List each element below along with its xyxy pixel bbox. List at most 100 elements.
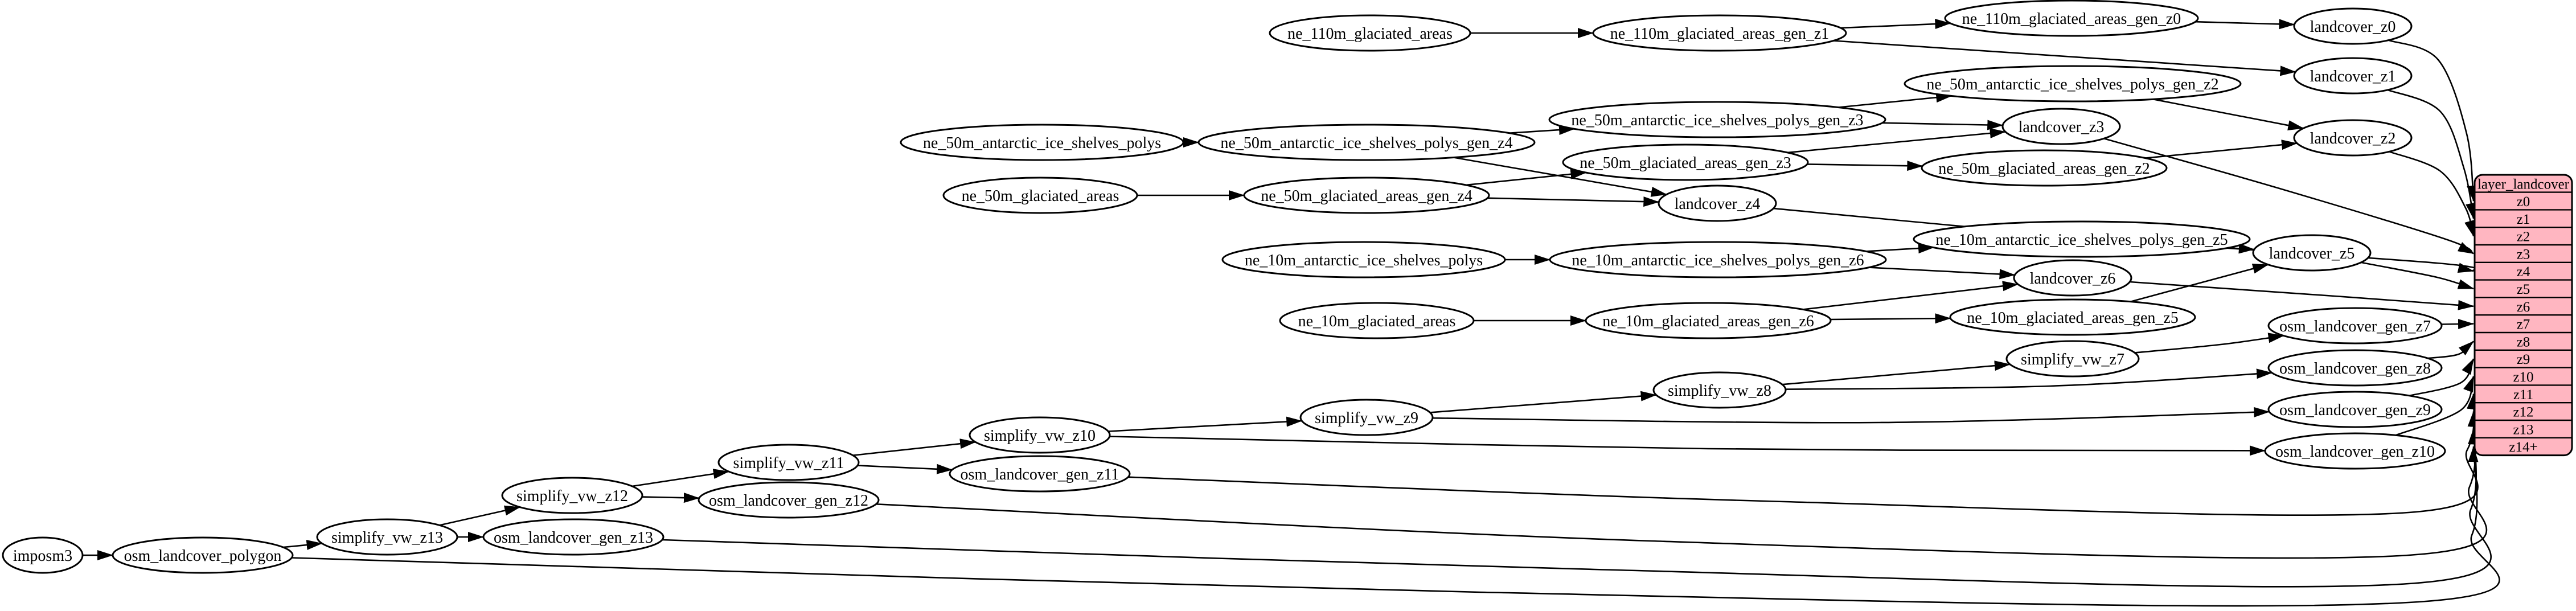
edges [83, 19, 2500, 607]
ne_50m_glaciated_areas_gen_z3-label: ne_50m_glaciated_areas_gen_z3 [1580, 154, 1791, 172]
edge-osm_landcover_polygon-to-simplify_vw_z13 [282, 540, 323, 550]
node-osm_landcover_gen_z7: osm_landcover_gen_z7 [2267, 307, 2443, 345]
edge-ne_10m_antarctic_ice_shelves_polys_gen_z6-to-ne_10m_antarctic_ice_shelves_polys_gen_z5 [1865, 243, 1934, 254]
simplify_vw_z13-ellipse [316, 518, 458, 556]
table-row-z13: z13 [2513, 422, 2533, 437]
node-ne_50m_antarctic_ice_shelves_polys_gen_z3: ne_50m_antarctic_ice_shelves_polys_gen_z… [1548, 101, 1886, 138]
edge-ne_110m_glaciated_areas_gen_z0-to-landcover_z0 [2195, 19, 2295, 30]
edge-ne_50m_glaciated_areas_gen_z3-to-landcover_z3 [1787, 128, 2006, 154]
osm_landcover_gen_z11-ellipse [949, 455, 1131, 493]
node-ne_10m_antarctic_ice_shelves_polys: ne_10m_antarctic_ice_shelves_polys [1221, 241, 1506, 278]
node-osm_landcover_gen_z9: osm_landcover_gen_z9 [2267, 391, 2443, 428]
table-row-z10: z10 [2513, 370, 2533, 385]
node-osm_landcover_gen_z8: osm_landcover_gen_z8 [2267, 349, 2443, 387]
node-simplify_vw_z9: simplify_vw_z9 [1299, 399, 1434, 436]
osm_landcover_polygon-ellipse [112, 536, 294, 574]
node-ne_10m_antarctic_ice_shelves_polys_gen_z6: ne_10m_antarctic_ice_shelves_polys_gen_z… [1549, 241, 1887, 278]
edge-simplify_vw_z10-to-simplify_vw_z9 [1108, 416, 1303, 432]
edge-landcover_z2-to-layer-row-z2 [2389, 151, 2475, 237]
node-ne_110m_glaciated_areas_gen_z1: ne_110m_glaciated_areas_gen_z1 [1592, 14, 1847, 52]
table-row-z14+: z14+ [2509, 440, 2537, 455]
ne_10m_antarctic_ice_shelves_polys_gen_z5-ellipse [1913, 220, 2251, 258]
edge-ne_10m_glaciated_areas_gen_z5-to-landcover_z5 [2130, 264, 2269, 302]
node-ne_10m_antarctic_ice_shelves_polys_gen_z5: ne_10m_antarctic_ice_shelves_polys_gen_z… [1913, 220, 2251, 258]
landcover_z2-label: landcover_z2 [2310, 130, 2396, 147]
edge-osm_landcover_polygon-to-layer-row-z14+ [292, 446, 2500, 607]
simplify_vw_z12-ellipse [501, 477, 643, 514]
node-landcover_z4: landcover_z4 [1658, 184, 1777, 222]
node-ne_50m_antarctic_ice_shelves_polys_gen_z2: ne_50m_antarctic_ice_shelves_polys_gen_z… [1904, 65, 2242, 102]
table-row-z3: z3 [2517, 247, 2530, 262]
simplify_vw_z10-label: simplify_vw_z10 [984, 427, 1096, 445]
edge-simplify_vw_z8-to-simplify_vw_z7 [1782, 360, 2011, 386]
simplify_vw_z9-ellipse [1299, 399, 1434, 436]
nodes: imposm3 osm_landcover_polygon simplify_vw_… [2, 0, 2446, 574]
ne_10m_antarctic_ice_shelves_polys-label: ne_10m_antarctic_ice_shelves_polys [1245, 252, 1483, 269]
table-row-z11: z11 [2513, 387, 2533, 403]
landcover_z4-ellipse [1658, 184, 1777, 222]
osm_landcover_polygon-label: osm_landcover_polygon [124, 547, 282, 565]
landcover_z5-label: landcover_z5 [2269, 245, 2355, 263]
edge-simplify_vw_z7-to-osm_landcover_gen_z7 [2134, 333, 2284, 354]
edge-osm_landcover_gen_z8-to-layer-row-z8 [2427, 341, 2474, 359]
edge-osm_landcover_gen_z7-to-layer-row-z7 [2441, 319, 2474, 330]
simplify_vw_z11-label: simplify_vw_z11 [733, 454, 844, 472]
node-osm_landcover_gen_z12: osm_landcover_gen_z12 [698, 481, 880, 519]
simplify_vw_z7-label: simplify_vw_z7 [2021, 351, 2124, 368]
osm_landcover_gen_z10-label: osm_landcover_gen_z10 [2275, 443, 2435, 461]
edge-ne_110m_glaciated_areas_gen_z1-to-landcover_z1 [1833, 40, 2296, 76]
edge-ne_110m_glaciated_areas_gen_z1-to-ne_110m_glaciated_areas_gen_z0 [1840, 19, 1951, 30]
simplify_vw_z8-label: simplify_vw_z8 [1668, 382, 1771, 400]
ne_110m_glaciated_areas-label: ne_110m_glaciated_areas [1287, 25, 1453, 43]
edge-osm_landcover_gen_z12-to-layer-row-z12 [876, 411, 2488, 559]
node-ne_50m_glaciated_areas_gen_z4: ne_50m_glaciated_areas_gen_z4 [1243, 177, 1490, 214]
ne_110m_glaciated_areas-ellipse [1269, 14, 1471, 52]
node-ne_50m_antarctic_ice_shelves_polys_gen_z4: ne_50m_antarctic_ice_shelves_polys_gen_z… [1197, 124, 1536, 161]
ne_50m_antarctic_ice_shelves_polys_gen_z4-label: ne_50m_antarctic_ice_shelves_polys_gen_z… [1220, 134, 1512, 152]
ne_10m_glaciated_areas_gen_z6-label: ne_10m_glaciated_areas_gen_z6 [1602, 313, 1814, 330]
node-ne_110m_glaciated_areas_gen_z0: ne_110m_glaciated_areas_gen_z0 [1944, 0, 2199, 37]
simplify_vw_z13-label: simplify_vw_z13 [331, 529, 443, 547]
edge-osm_landcover_gen_z11-to-layer-row-z11 [1128, 393, 2479, 516]
node-osm_landcover_gen_z10: osm_landcover_gen_z10 [2264, 432, 2446, 470]
landcover_z2-ellipse [2293, 119, 2413, 157]
edge-ne_50m_antarctic_ice_shelves_polys_gen_z3-to-landcover_z3 [1882, 120, 2004, 130]
edge-ne_50m_glaciated_areas_gen_z3-to-ne_50m_glaciated_areas_gen_z2 [1807, 161, 1923, 171]
ne_50m_antarctic_ice_shelves_polys-label: ne_50m_antarctic_ice_shelves_polys [923, 134, 1161, 152]
node-ne_50m_antarctic_ice_shelves_polys: ne_50m_antarctic_ice_shelves_polys [900, 124, 1184, 161]
node-simplify_vw_z12: simplify_vw_z12 [501, 477, 643, 514]
osm_landcover_gen_z12-label: osm_landcover_gen_z12 [709, 492, 868, 510]
node-ne_50m_glaciated_areas: ne_50m_glaciated_areas [942, 177, 1138, 214]
edge-ne_50m_glaciated_areas_gen_z2-to-landcover_z2 [2145, 140, 2298, 159]
edge-ne_10m_glaciated_areas_gen_z6-to-ne_10m_glaciated_areas_gen_z5 [1830, 313, 1951, 324]
node-ne_10m_glaciated_areas_gen_z6: ne_10m_glaciated_areas_gen_z6 [1585, 302, 1832, 339]
node-landcover_z6: landcover_z6 [2013, 259, 2132, 297]
node-landcover_z3: landcover_z3 [2001, 108, 2121, 145]
ne_10m_antarctic_ice_shelves_polys_gen_z5-label: ne_10m_antarctic_ice_shelves_polys_gen_z… [1935, 231, 2228, 249]
node-imposm3: imposm3 [2, 536, 84, 574]
table-row-z2: z2 [2517, 229, 2530, 245]
node-landcover_z5: landcover_z5 [2252, 234, 2372, 272]
edge-simplify_vw_z12-to-simplify_vw_z11 [632, 469, 729, 487]
table-row-z8: z8 [2517, 334, 2530, 350]
ne_50m_antarctic_ice_shelves_polys_gen_z2-ellipse [1904, 65, 2242, 102]
simplify_vw_z10-ellipse [969, 416, 1111, 454]
node-osm_landcover_gen_z13: osm_landcover_gen_z13 [482, 518, 664, 556]
simplify_vw_z9-label: simplify_vw_z9 [1315, 409, 1418, 427]
imposm3-label: imposm3 [13, 547, 72, 565]
ne_10m_antarctic_ice_shelves_polys_gen_z6-ellipse [1549, 241, 1887, 278]
edge-ne_50m_antarctic_ice_shelves_polys_gen_z4-to-landcover_z4 [1453, 157, 1667, 197]
node-simplify_vw_z13: simplify_vw_z13 [316, 518, 458, 556]
landcover_z3-ellipse [2001, 108, 2121, 145]
osm_landcover_gen_z9-ellipse [2267, 391, 2443, 428]
landcover_z1-ellipse [2293, 57, 2413, 95]
node-osm_landcover_polygon: osm_landcover_polygon [112, 536, 294, 574]
ne_10m_glaciated_areas_gen_z6-ellipse [1585, 302, 1832, 339]
osm_landcover_gen_z13-ellipse [482, 518, 664, 556]
edge-simplify_vw_z12-to-osm_landcover_gen_z12 [642, 493, 700, 503]
ne_50m_antarctic_ice_shelves_polys_gen_z2-label: ne_50m_antarctic_ice_shelves_polys_gen_z… [1926, 76, 2218, 93]
node-ne_110m_glaciated_areas: ne_110m_glaciated_areas [1269, 14, 1471, 52]
table-row-z4: z4 [2517, 264, 2530, 280]
osm_landcover_gen_z7-ellipse [2267, 307, 2443, 345]
landcover_z1-label: landcover_z1 [2310, 68, 2396, 85]
